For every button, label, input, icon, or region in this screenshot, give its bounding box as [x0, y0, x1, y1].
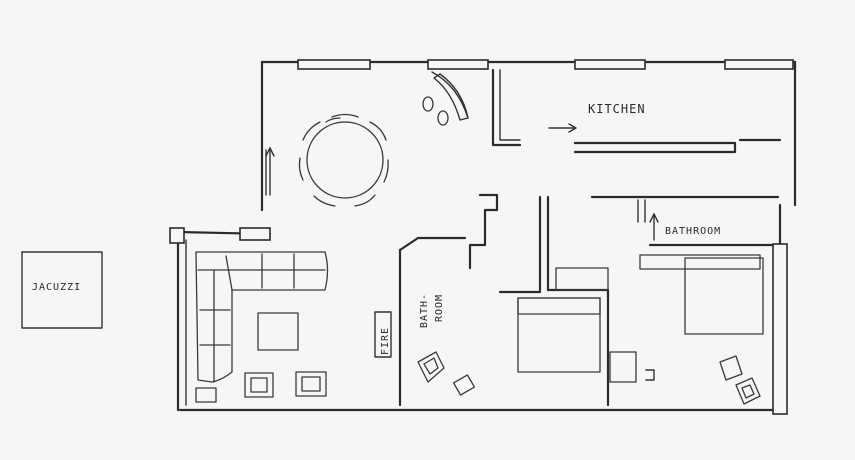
armchair-1: [244, 372, 274, 398]
room-label: ROOM: [434, 294, 445, 322]
bath-label: BATH-: [419, 293, 430, 328]
jacuzzi-box: [21, 251, 103, 329]
bath-chair: [417, 351, 476, 396]
window-4: [724, 59, 794, 70]
kitchen-label: KITCHEN: [588, 102, 646, 116]
central-walls: [398, 193, 780, 407]
window-left-small: [169, 227, 185, 244]
coffee-table: [257, 312, 299, 351]
table-top: [306, 121, 384, 199]
entrance-door: [422, 71, 469, 126]
left-arrow: [265, 147, 275, 196]
bedroom-1: [517, 267, 655, 383]
window-1: [297, 59, 371, 70]
armchair-2: [295, 371, 327, 397]
bath-room-label: BATH- ROOM: [419, 293, 445, 328]
plant-pot: [422, 96, 434, 112]
kitchen-area: [491, 68, 782, 154]
bathroom-arrow: [649, 213, 659, 241]
dining-table: [298, 113, 389, 207]
outer-walls: [176, 60, 797, 414]
windows: [169, 59, 794, 244]
sofa: [195, 251, 329, 383]
fireplace: FIRE: [374, 311, 392, 358]
plant-pot-2: [437, 110, 449, 126]
living-room: [185, 239, 329, 406]
bathroom-top-label: BATHROOM: [665, 226, 721, 237]
fire-label: FIRE: [380, 327, 391, 355]
side-table: [195, 387, 217, 403]
window-left-2: [239, 227, 271, 241]
window-2: [427, 59, 489, 70]
bed-2: [684, 257, 764, 335]
jacuzzi-label: JACUZZI: [32, 282, 81, 293]
bedroom-2: [639, 243, 788, 415]
bed-1: [517, 297, 601, 373]
window-3: [574, 59, 646, 70]
jacuzzi: JACUZZI: [21, 251, 103, 329]
